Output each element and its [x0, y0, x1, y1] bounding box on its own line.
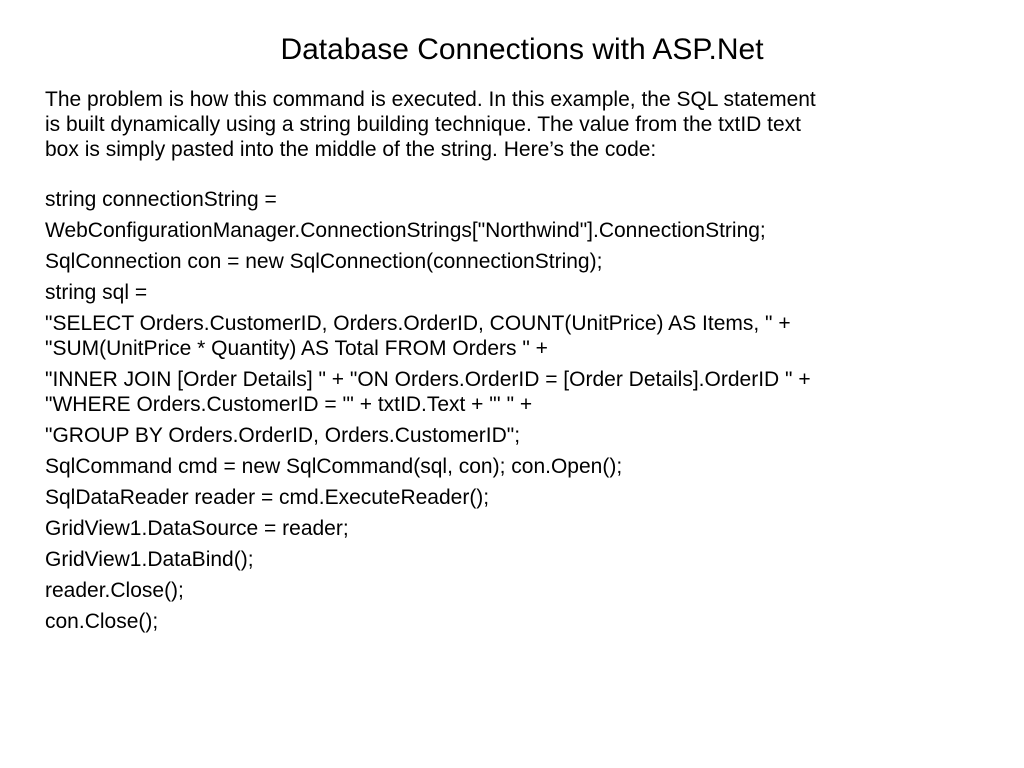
- code-listing: string connectionString = WebConfiguratio…: [45, 187, 1005, 634]
- code-text: string sql =: [45, 281, 148, 304]
- code-text: "GROUP BY Orders.OrderID, Orders.Custome…: [45, 424, 521, 447]
- code-text: WebConfigurationManager.ConnectionString…: [45, 219, 766, 242]
- code-line: SqlConnection con = new SqlConnection(co…: [45, 249, 1005, 274]
- code-line: string connectionString =: [45, 187, 1005, 212]
- slide-body: The problem is how this command is execu…: [45, 87, 1005, 640]
- code-line: SqlDataReader reader = cmd.ExecuteReader…: [45, 485, 1005, 510]
- code-text: SqlConnection con = new SqlConnection(co…: [45, 250, 603, 273]
- code-text: "SELECT Orders.CustomerID, Orders.OrderI…: [45, 312, 791, 335]
- code-line: "GROUP BY Orders.OrderID, Orders.Custome…: [45, 423, 1005, 448]
- intro-line-1: The problem is how this command is execu…: [45, 88, 816, 111]
- code-line: GridView1.DataBind();: [45, 547, 1005, 572]
- code-text: SqlDataReader reader = cmd.ExecuteReader…: [45, 486, 490, 509]
- slide-title: Database Connections with ASP.Net: [280, 33, 764, 66]
- intro-line-2: is built dynamically using a string buil…: [45, 113, 801, 136]
- code-text: reader.Close();: [45, 579, 184, 602]
- code-text: "SUM(UnitPrice * Quantity) AS Total FROM…: [45, 337, 548, 360]
- code-line: reader.Close();: [45, 578, 1005, 603]
- code-text: "INNER JOIN [Order Details] " + "ON Orde…: [45, 368, 811, 391]
- code-text: GridView1.DataBind();: [45, 548, 254, 571]
- code-line: "SELECT Orders.CustomerID, Orders.OrderI…: [45, 311, 1005, 361]
- intro-paragraph: The problem is how this command is execu…: [45, 87, 1005, 162]
- code-line: con.Close();: [45, 609, 1005, 634]
- code-line: GridView1.DataSource = reader;: [45, 516, 1005, 541]
- intro-line-3: box is simply pasted into the middle of …: [45, 138, 657, 161]
- code-line: string sql =: [45, 280, 1005, 305]
- code-line: WebConfigurationManager.ConnectionString…: [45, 218, 1005, 243]
- code-text: GridView1.DataSource = reader;: [45, 517, 349, 540]
- code-line: SqlCommand cmd = new SqlCommand(sql, con…: [45, 454, 1005, 479]
- code-line: "INNER JOIN [Order Details] " + "ON Orde…: [45, 367, 1005, 417]
- code-text: SqlCommand cmd = new SqlCommand(sql, con…: [45, 455, 623, 478]
- code-text: "WHERE Orders.CustomerID = '" + txtID.Te…: [45, 393, 533, 416]
- code-text: con.Close();: [45, 610, 159, 633]
- code-text: string connectionString =: [45, 188, 277, 211]
